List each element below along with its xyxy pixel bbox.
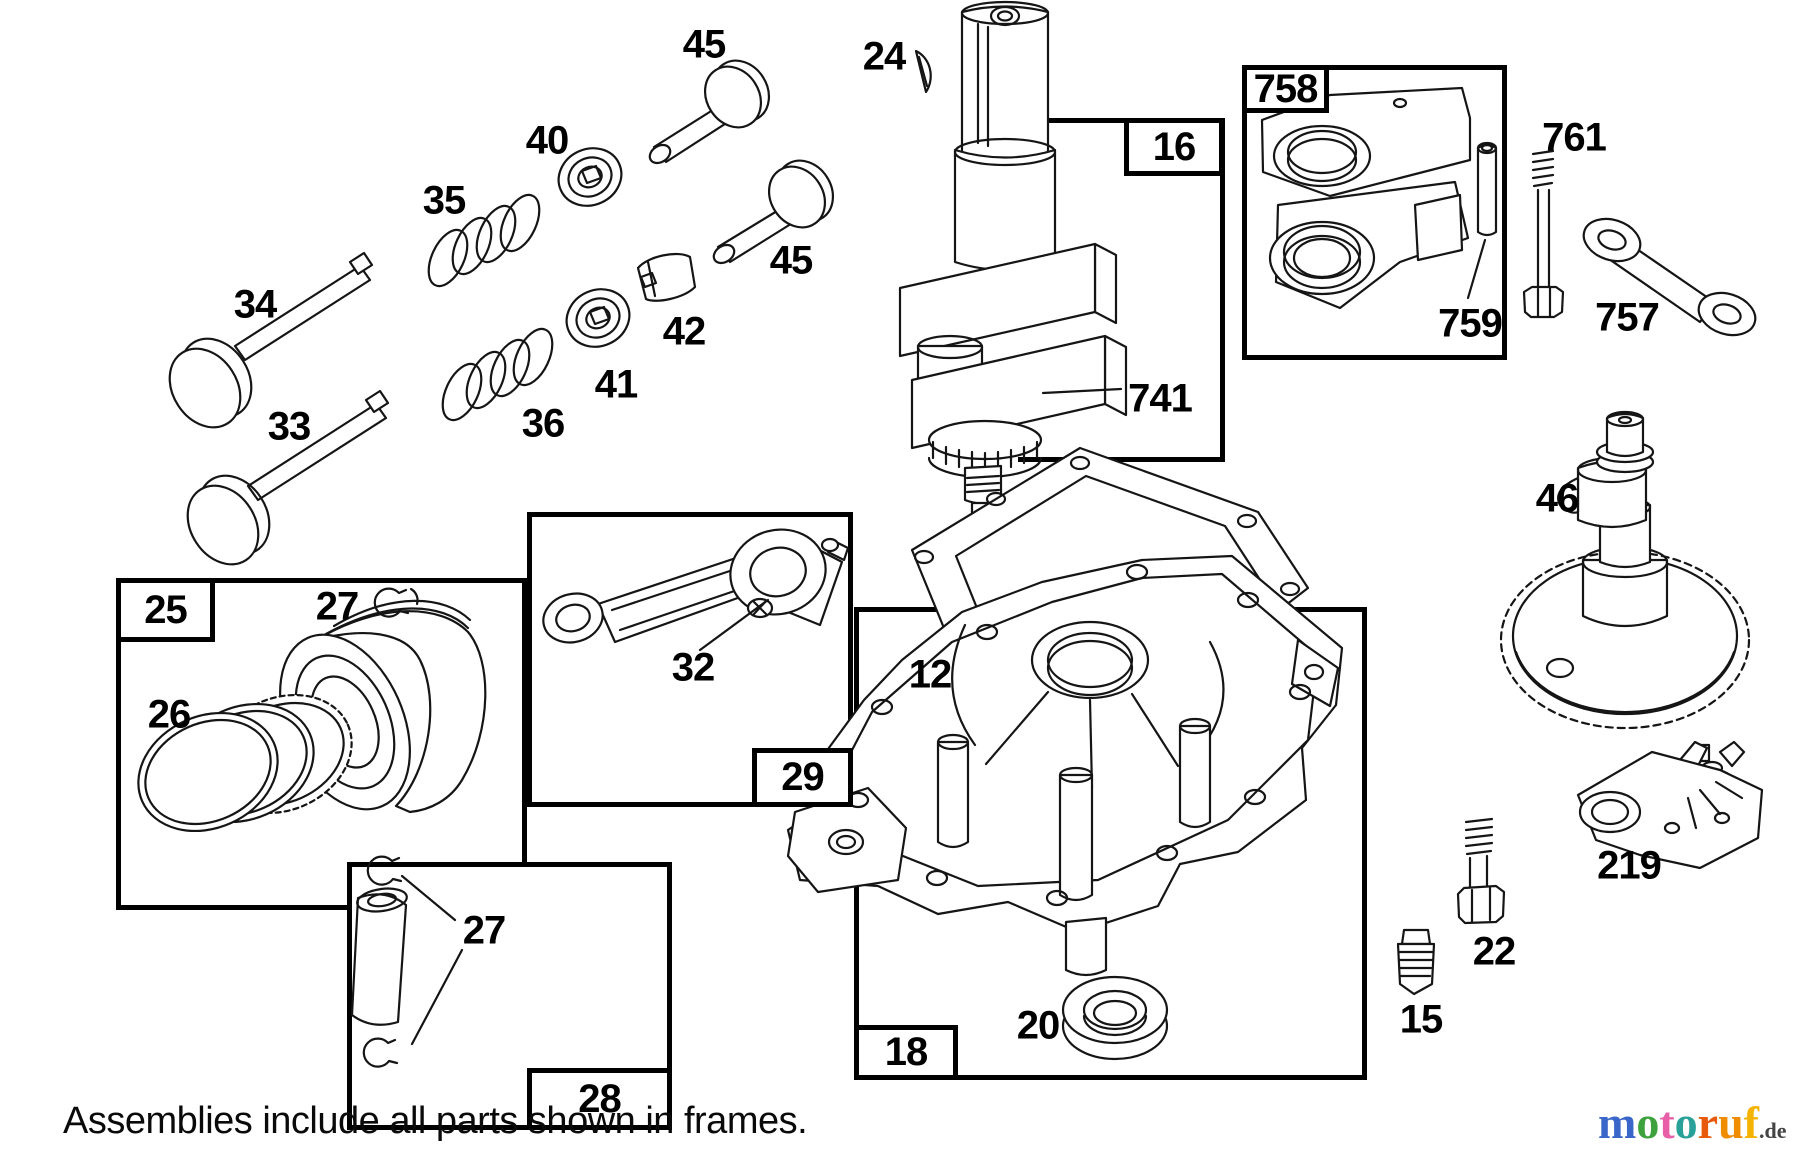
piston-rings-26-art bbox=[137, 693, 353, 833]
bolt-761-art bbox=[1522, 149, 1565, 319]
leader-759 bbox=[1466, 238, 1487, 300]
valve-33-art bbox=[186, 389, 390, 566]
part-label-27-pin: 27 bbox=[462, 908, 506, 953]
assemblies-caption: Assemblies include all parts shown in fr… bbox=[63, 1100, 808, 1142]
part-label-12: 12 bbox=[908, 652, 952, 697]
part-label-741: 741 bbox=[1128, 376, 1193, 421]
part-label-22: 22 bbox=[1472, 929, 1516, 974]
logo-letter: t bbox=[1659, 1097, 1675, 1148]
valve-34-art bbox=[168, 251, 374, 429]
frame-label-18: 18 bbox=[884, 1030, 928, 1074]
crankcase-sump-art bbox=[786, 554, 1344, 977]
frame-label-28: 28 bbox=[578, 1076, 621, 1121]
part-label-33: 33 bbox=[267, 404, 311, 449]
valve-seal-40-art bbox=[557, 147, 623, 207]
part-label-46: 46 bbox=[1535, 476, 1579, 521]
part-label-27-piston: 27 bbox=[315, 584, 359, 629]
logo-letter: u bbox=[1718, 1097, 1744, 1148]
valve-seal-41-art bbox=[565, 288, 631, 348]
part-label-20: 20 bbox=[1016, 1003, 1060, 1048]
part-label-41: 41 bbox=[594, 362, 638, 407]
assembly-frame-29 bbox=[527, 512, 853, 807]
part-label-24: 24 bbox=[862, 34, 906, 79]
part-label-757: 757 bbox=[1595, 295, 1660, 340]
drain-plug-15-art bbox=[1396, 928, 1436, 996]
frame-label-16: 16 bbox=[1152, 124, 1196, 169]
frame-label-29: 29 bbox=[781, 755, 824, 799]
frame-label-box-758: 758 bbox=[1242, 65, 1329, 113]
part-label-45-top: 45 bbox=[682, 22, 726, 67]
frame-label-box-25: 25 bbox=[116, 578, 215, 642]
valve-cap-45-upper-art bbox=[648, 59, 771, 165]
leader-32 bbox=[698, 598, 770, 652]
part-label-40: 40 bbox=[525, 118, 569, 163]
part-label-15: 15 bbox=[1399, 997, 1443, 1042]
part-label-219: 219 bbox=[1597, 843, 1662, 888]
leader-27-pin bbox=[400, 874, 464, 1046]
valve-spring-36-art bbox=[441, 327, 554, 422]
part-label-34: 34 bbox=[233, 282, 277, 327]
part-label-26: 26 bbox=[147, 692, 191, 737]
logo-letter: o bbox=[1674, 1097, 1698, 1148]
governor-link-757-art bbox=[1582, 217, 1757, 337]
frame-label-25: 25 bbox=[144, 587, 187, 632]
logo-suffix: .de bbox=[1759, 1118, 1787, 1143]
part-label-36: 36 bbox=[521, 401, 565, 446]
logo-letter: r bbox=[1697, 1097, 1719, 1148]
valve-spring-35-art bbox=[427, 193, 541, 288]
woodruff-key-24-art bbox=[914, 49, 932, 94]
assembly-frame-25 bbox=[116, 578, 527, 910]
assembly-frame-758 bbox=[1242, 65, 1507, 360]
part-label-35: 35 bbox=[422, 178, 466, 223]
logo-letter: f bbox=[1743, 1097, 1759, 1148]
oil-seal-20-art bbox=[1061, 975, 1169, 1061]
part-label-42: 42 bbox=[662, 309, 706, 354]
piston-pin-clip-27-art bbox=[373, 587, 419, 618]
bolt-22-art bbox=[1456, 817, 1506, 925]
crankshaft-art bbox=[898, 0, 1128, 523]
valve-cap-45-lower-art bbox=[712, 159, 835, 265]
spring-retainer-42-art bbox=[636, 252, 697, 302]
logo-letter: m bbox=[1598, 1097, 1637, 1148]
logo-letter: o bbox=[1636, 1097, 1660, 1148]
part-label-45-mid: 45 bbox=[769, 238, 813, 283]
wrist-pin-art bbox=[350, 855, 464, 1068]
frame-label-box-18: 18 bbox=[854, 1025, 958, 1080]
oil-pump-758-art bbox=[1260, 86, 1472, 310]
frame-label-758: 758 bbox=[1253, 66, 1319, 111]
assembly-frame-16 bbox=[1018, 118, 1225, 462]
part-label-761: 761 bbox=[1542, 115, 1607, 160]
frame-label-box-16: 16 bbox=[1124, 118, 1224, 176]
motoruf-logo[interactable]: motoruf.de bbox=[1598, 1097, 1787, 1149]
pump-pin-759-art bbox=[1466, 141, 1498, 300]
camshaft-46-art bbox=[1499, 410, 1751, 730]
governor-gear-219-art bbox=[1576, 740, 1764, 870]
frame-label-box-28: 28 bbox=[527, 1068, 672, 1130]
part-label-759: 759 bbox=[1438, 301, 1503, 346]
connecting-rod-art bbox=[542, 528, 850, 652]
frame-label-box-29: 29 bbox=[752, 748, 853, 807]
part-label-32: 32 bbox=[671, 645, 715, 690]
leader-741 bbox=[1041, 387, 1123, 395]
